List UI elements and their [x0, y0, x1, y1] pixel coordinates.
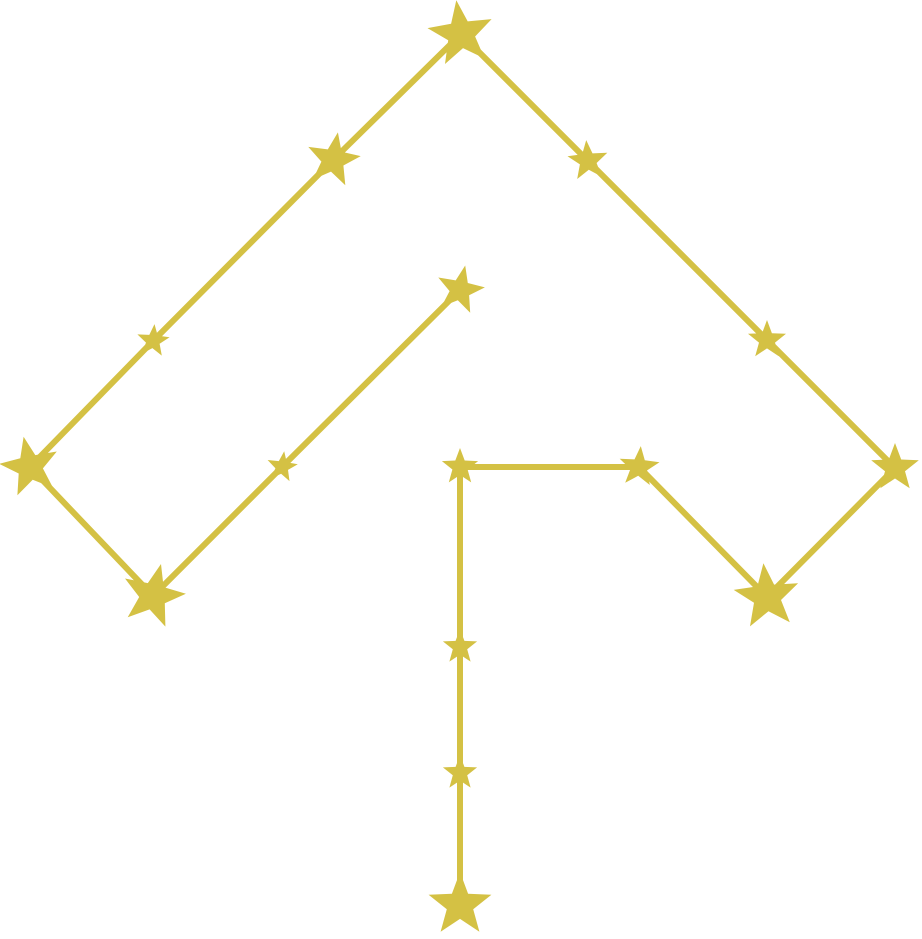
- star-icon-right-point: [871, 443, 919, 489]
- constellation-line-top-to-upper-left: [330, 31, 464, 163]
- constellation-line-bottom-left-to-inner-mid: [150, 464, 285, 599]
- constellation-line-right-mid-to-upper-right: [585, 158, 770, 343]
- star-icon-left-point: [0, 436, 57, 496]
- star-icon-left-mid: [137, 324, 170, 356]
- star-icon-upper-right: [567, 140, 608, 179]
- star-icon-stem-mid-2: [442, 755, 478, 788]
- star-icon-inner-top: [438, 265, 485, 313]
- star-icon-bottom-right: [733, 563, 799, 627]
- star-icon-stem-top: [441, 448, 479, 483]
- constellation-line-inner-mid-to-inner-top: [279, 287, 463, 470]
- star-icon-stem-mid-1: [442, 629, 478, 662]
- constellation-line-left-mid-to-left-point: [27, 338, 156, 470]
- constellation-line-hook-right-to-bottom-right: [636, 464, 770, 600]
- star-icon-hook-right: [619, 446, 660, 485]
- star-icon-top: [427, 0, 492, 65]
- star-icon-upper-left: [308, 132, 361, 186]
- star-icon-inner-mid: [267, 451, 298, 482]
- star-icon-right-mid: [748, 320, 786, 357]
- star-icon-bottom-left: [125, 564, 186, 627]
- constellation-line-bottom-right-to-right-point: [764, 465, 898, 600]
- constellation-line-left-point-to-bottom-left: [27, 464, 156, 599]
- constellation-line-right-point-to-right-mid: [764, 337, 898, 471]
- constellation-line-upper-left-to-left-mid: [150, 157, 336, 344]
- star-icon-stem-bottom: [428, 872, 492, 932]
- constellation-lines: [27, 31, 898, 908]
